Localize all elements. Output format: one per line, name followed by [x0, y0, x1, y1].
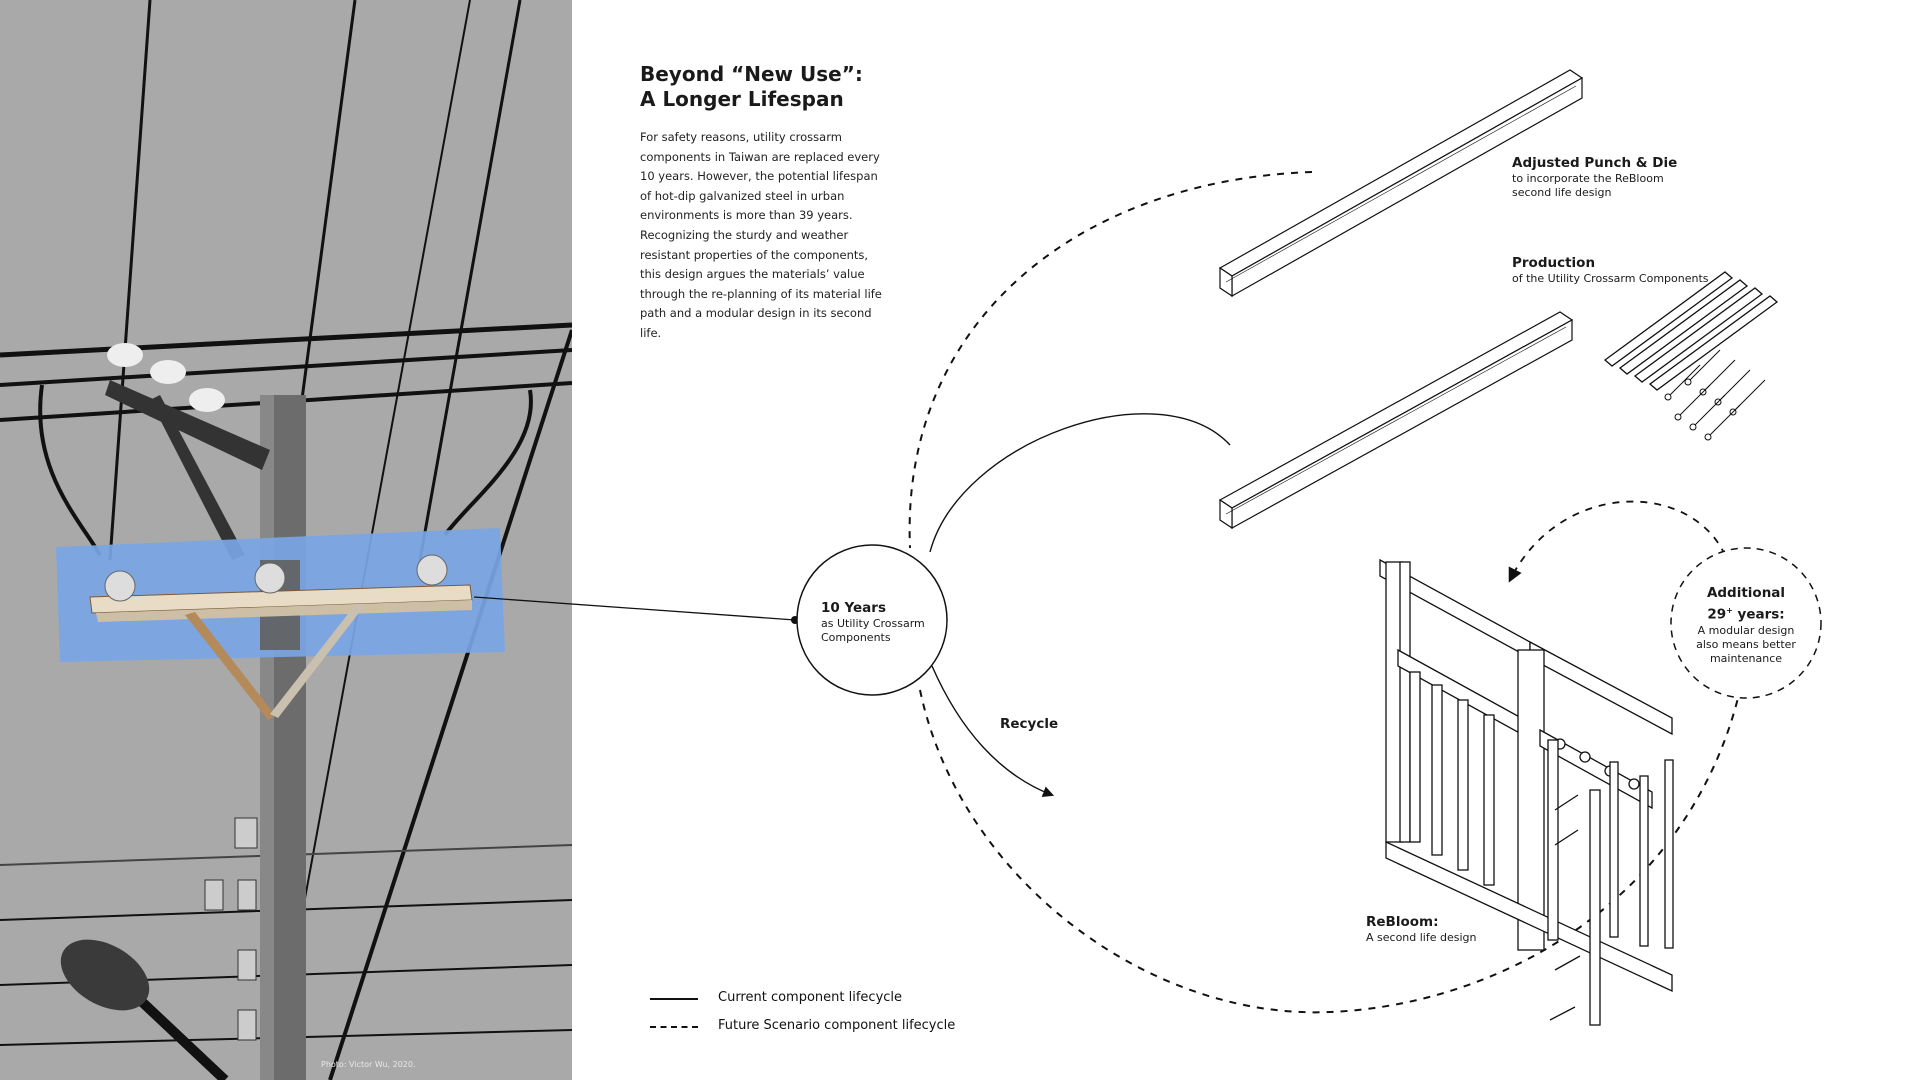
step-recycle-label: Recycle [1000, 716, 1058, 733]
crossarm-beam-punched [1218, 69, 1584, 298]
additional-years-value: 29 [1707, 606, 1727, 623]
current-lifecycle-arc-upper [929, 413, 1231, 553]
utility-pole-photo: Photo: Victor Wu, 2020. [0, 0, 572, 1080]
pole-photo-illustration [0, 0, 572, 1080]
leader-line [473, 596, 796, 621]
additional-line-1: A modular design [1697, 623, 1795, 637]
punch-die-line-1: to incorporate the ReBloom [1512, 172, 1664, 185]
node-additional-years-label: Additional 29+ years: A modular design a… [1680, 585, 1812, 666]
additional-line-3: maintenance [1709, 651, 1783, 665]
legend-future-label: Future Scenario component lifecycle [718, 1018, 956, 1033]
title-line-2: A Longer Lifespan [640, 87, 844, 111]
bolt-set [1664, 349, 1766, 441]
node-10-years-line-1: as Utility Crossarm [821, 617, 925, 630]
maintenance-loop-arrow [1508, 500, 1726, 583]
page-title: Beyond “New Use”: A Longer Lifespan [640, 62, 863, 112]
title-line-1: Beyond “New Use”: [640, 62, 863, 86]
recycle-arrow [931, 665, 1055, 798]
node-10-years-heading: 10 Years [821, 600, 886, 616]
additional-years-suffix: years: [1732, 606, 1785, 623]
flat-straps [1603, 271, 1779, 391]
punch-die-line-2: second life design [1512, 186, 1612, 199]
punch-die-heading: Adjusted Punch & Die [1512, 155, 1678, 171]
intro-paragraph: For safety reasons, utility crossarm com… [640, 130, 882, 340]
photo-credit: Photo: Victor Wu, 2020. [321, 1060, 416, 1069]
additional-heading-line-2: 29+ years: [1680, 602, 1812, 624]
production-line-1: of the Utility Crossarm Components [1512, 272, 1709, 285]
streetlight [60, 939, 229, 1080]
step-production-label: Production of the Utility Crossarm Compo… [1512, 255, 1709, 286]
node-10-years-circle [796, 544, 948, 696]
step-rebloom-label: ReBloom: A second life design [1366, 914, 1477, 945]
legend-dashed-line [650, 1026, 698, 1028]
rebloom-line-1: A second life design [1366, 931, 1477, 944]
node-10-years-label: 10 Years as Utility Crossarm Components [821, 600, 925, 645]
additional-line-2: also means better [1696, 637, 1796, 651]
legend-current-label: Current component lifecycle [718, 990, 903, 1005]
node-additional-years-circle [1670, 547, 1822, 699]
rebloom-heading: ReBloom: [1366, 914, 1439, 930]
additional-years-plus: + [1726, 606, 1733, 615]
production-heading: Production [1512, 255, 1596, 271]
node-10-years-line-2: Components [821, 631, 891, 644]
rebloom-module [1379, 558, 1674, 1026]
recycle-heading: Recycle [1000, 716, 1059, 732]
step-punch-die-label: Adjusted Punch & Die to incorporate the … [1512, 155, 1677, 200]
legend-solid-line [650, 998, 698, 1000]
additional-heading-line-1: Additional [1706, 585, 1786, 601]
future-lifecycle-arc-bottom [919, 689, 1741, 1014]
crossarm-beam [1218, 311, 1574, 530]
